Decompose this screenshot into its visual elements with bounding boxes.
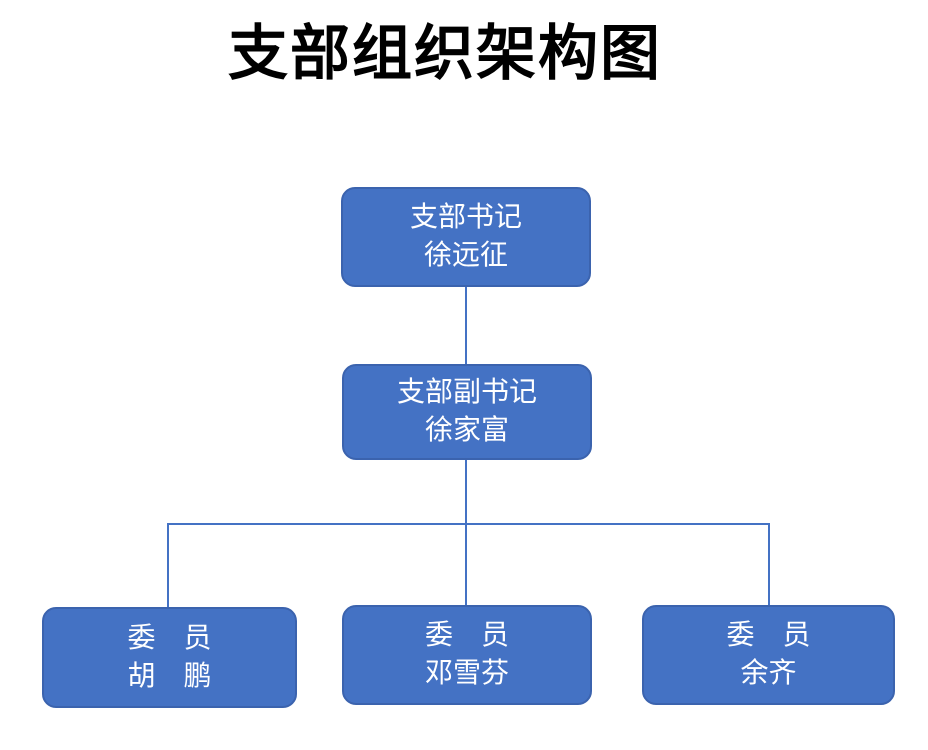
node-role: 支部副书记	[396, 377, 537, 408]
node-person-name: 邓雪芬	[424, 658, 509, 689]
org-node-branch-secretary: 支部书记 徐远征	[341, 187, 591, 287]
org-node-committee-member-1: 委 员 胡 鹏	[42, 607, 297, 708]
node-person-name: 徐远征	[423, 240, 508, 271]
node-person-name: 胡 鹏	[127, 660, 212, 692]
node-role: 委 员	[127, 622, 212, 654]
node-person-name: 余齐	[740, 658, 797, 689]
connector-horizontal-rail	[167, 523, 770, 525]
org-node-committee-member-3: 委 员 余齐	[642, 605, 895, 705]
org-node-deputy-branch-secretary: 支部副书记 徐家富	[342, 364, 592, 460]
connector-rail-to-member-1	[167, 523, 169, 608]
connector-deputy-to-rail	[465, 460, 467, 524]
node-role: 委 员	[726, 620, 811, 651]
connector-rail-to-member-2	[465, 523, 467, 606]
connector-rail-to-member-3	[768, 523, 770, 606]
chart-title: 支部组织架构图	[228, 21, 662, 87]
connector-secretary-to-deputy	[465, 287, 467, 365]
org-node-committee-member-2: 委 员 邓雪芬	[342, 605, 592, 705]
node-person-name: 徐家富	[424, 415, 509, 446]
node-role: 支部书记	[409, 202, 522, 233]
node-role: 委 员	[424, 620, 509, 651]
